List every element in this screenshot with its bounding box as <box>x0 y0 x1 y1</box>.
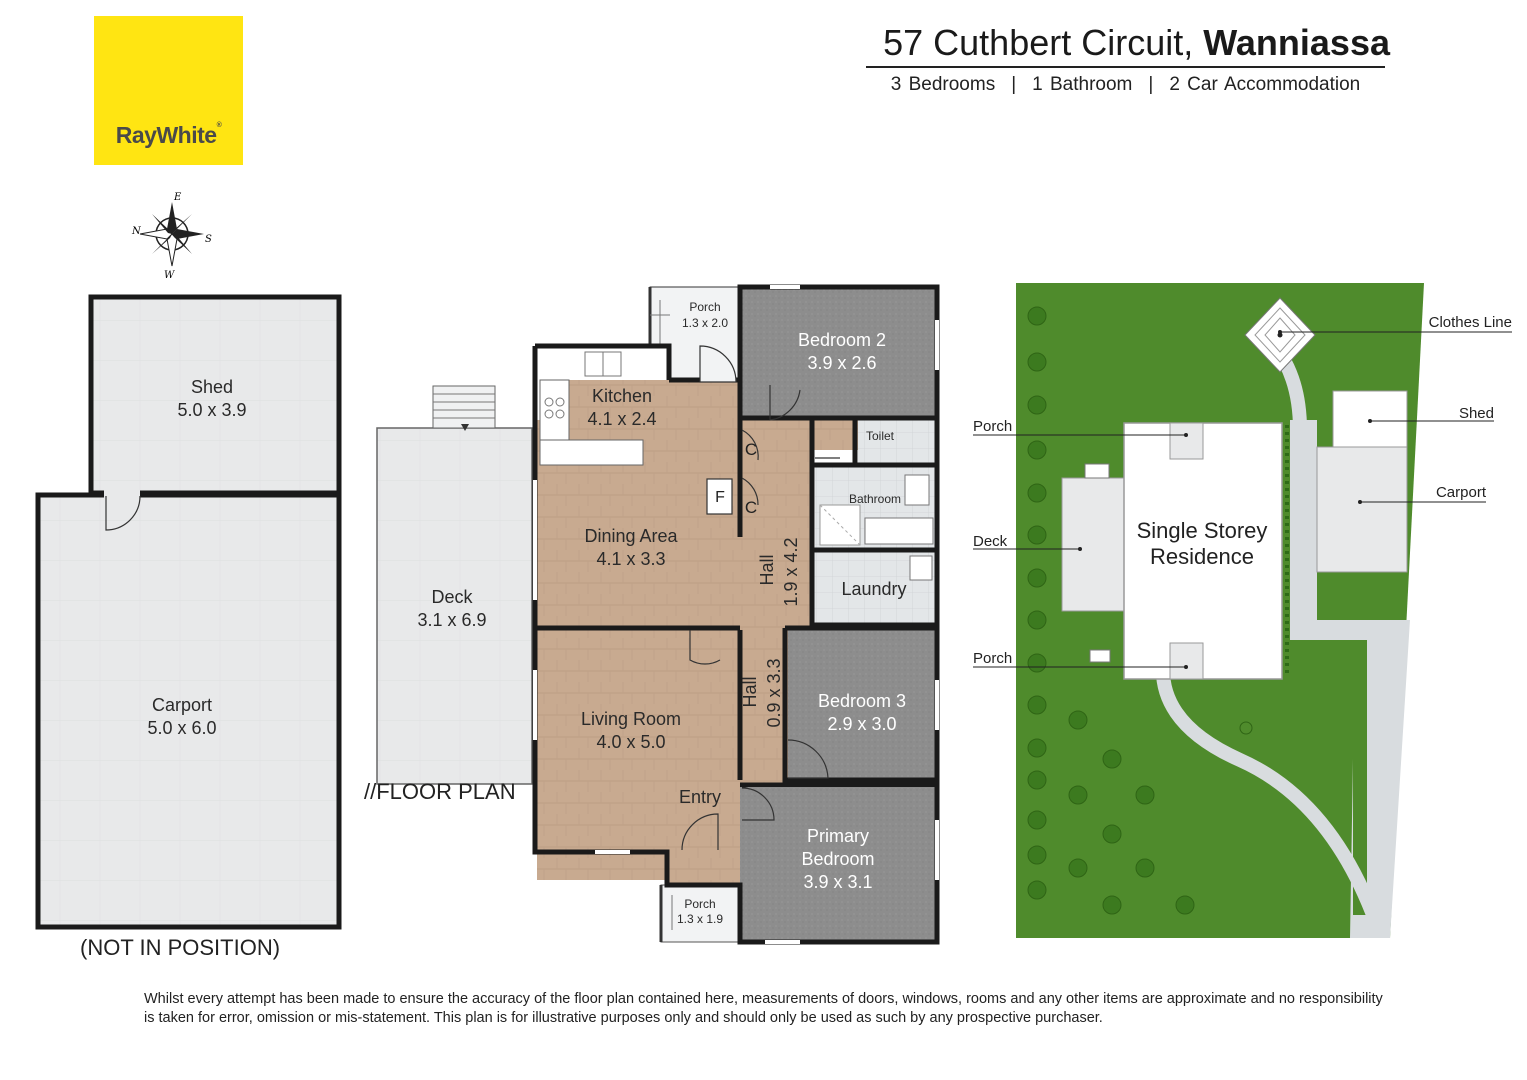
porch-top-name: Porch <box>689 300 720 314</box>
deck-size: 3.1 x 6.9 <box>417 610 486 630</box>
bathrooms-count: 1 Bathroom <box>1032 74 1133 95</box>
dining-size: 4.1 x 3.3 <box>596 549 665 569</box>
fridge-label: F <box>715 489 725 506</box>
cupboard-label-2: C <box>745 498 757 517</box>
bedroom2-room <box>740 287 937 418</box>
shed-name: Shed <box>191 377 233 397</box>
kitchen-name: Kitchen <box>592 386 652 406</box>
title-divider <box>866 66 1385 68</box>
site-clothes-line-label: Clothes Line <box>1429 314 1512 331</box>
site-shed-label: Shed <box>1459 405 1494 422</box>
hall1-name: Hall <box>757 554 777 585</box>
fridge <box>706 478 733 515</box>
cupboard-label-1: C <box>745 440 757 459</box>
shed-room <box>88 294 342 496</box>
bedroom2-size: 3.9 x 2.6 <box>807 353 876 373</box>
hall2-size: 0.9 x 3.3 <box>764 658 784 727</box>
floor-plan-label: //FLOOR PLAN <box>364 779 516 804</box>
car-accommodation: 2 Car Accommodation <box>1169 74 1361 95</box>
site-deck-label: Deck <box>973 533 1008 550</box>
outbuildings: Shed 5.0 x 3.9 Carport 5.0 x 6.0 (NOT IN… <box>35 294 342 960</box>
site-carport <box>1316 446 1408 573</box>
porch-bottom-room <box>660 884 741 943</box>
property-address: 57 Cuthbert Circuit, Wanniassa <box>883 22 1390 64</box>
compass-s: S <box>205 234 212 245</box>
property-summary: 3 Bedrooms | 1 Bathroom | 2 Car Accommodatio… <box>866 74 1385 96</box>
site-porch-top-label: Porch <box>973 418 1012 435</box>
entry-name: Entry <box>679 787 721 807</box>
doors <box>681 345 840 851</box>
site-plan: Single Storey Residence Clothes Line She… <box>973 283 1512 938</box>
laundry-name: Laundry <box>841 579 906 599</box>
compass-rose: N E S W <box>131 192 212 281</box>
carport-size: 5.0 x 6.0 <box>147 718 216 738</box>
floor-plan-walls <box>532 284 940 945</box>
site-carport-label: Carport <box>1436 484 1487 501</box>
residence-line2: Residence <box>1150 544 1254 569</box>
site-residence <box>1123 422 1283 680</box>
raywhite-logo: RayWhite® <box>94 16 243 165</box>
living-size: 4.0 x 5.0 <box>596 732 665 752</box>
dining-name: Dining Area <box>584 526 678 546</box>
disclaimer-text: Whilst every attempt has been made to en… <box>144 991 1383 1026</box>
leader-lines <box>973 331 1512 668</box>
windows <box>533 285 939 944</box>
address-suburb: Wanniassa <box>1203 22 1390 63</box>
kitchen-size: 4.1 x 2.4 <box>587 409 656 429</box>
address-street: 57 Cuthbert Circuit, <box>883 22 1194 63</box>
hall2-name: Hall <box>740 676 760 707</box>
floor-plan: Porch 1.3 x 2.0 <box>364 284 940 945</box>
bedroom3-room <box>788 630 937 778</box>
compass-n: N <box>131 226 142 237</box>
bedroom2-name: Bedroom 2 <box>798 330 886 350</box>
driveway <box>1290 620 1410 938</box>
curved-path <box>1155 648 1382 923</box>
summary-separator: | <box>1011 74 1017 95</box>
porch-top-size: 1.3 x 2.0 <box>682 316 728 330</box>
porch-bottom-name: Porch <box>684 897 715 911</box>
deck-steps <box>432 385 496 431</box>
summary-separator: | <box>1148 74 1154 95</box>
living-name: Living Room <box>581 709 681 729</box>
carport-room <box>35 492 342 930</box>
not-in-position-note: (NOT IN POSITION) <box>80 935 280 960</box>
deck-room <box>376 427 533 785</box>
kitchen-bench <box>539 439 644 466</box>
toilet-room <box>858 420 937 463</box>
logo-wordmark: RayWhite® <box>115 122 222 148</box>
primary-name-line2: Bedroom <box>801 849 874 869</box>
hall1-size: 1.9 x 4.2 <box>781 537 801 606</box>
carport-name: Carport <box>152 695 212 715</box>
deck-name: Deck <box>431 587 473 607</box>
site-deck <box>1061 477 1125 612</box>
bedrooms-count: 3 Bedrooms <box>890 74 996 95</box>
compass-w: W <box>164 270 175 281</box>
porch-bottom-size: 1.3 x 1.9 <box>677 912 723 926</box>
clothes-line-icon <box>1244 297 1316 373</box>
residence-line1: Single Storey <box>1137 518 1268 543</box>
primary-name-line1: Primary <box>807 826 869 846</box>
bathroom-name: Bathroom <box>849 492 901 506</box>
primary-size: 3.9 x 3.1 <box>803 872 872 892</box>
toilet-name: Toilet <box>866 429 895 443</box>
bedroom3-name: Bedroom 3 <box>818 691 906 711</box>
shed-size: 5.0 x 3.9 <box>177 400 246 420</box>
compass-e: E <box>173 192 182 203</box>
shed-door <box>105 495 141 531</box>
trees <box>1027 306 1195 915</box>
bedroom3-size: 2.9 x 3.0 <box>827 714 896 734</box>
site-porch-bottom-label: Porch <box>973 650 1012 667</box>
bathtub <box>864 517 934 545</box>
